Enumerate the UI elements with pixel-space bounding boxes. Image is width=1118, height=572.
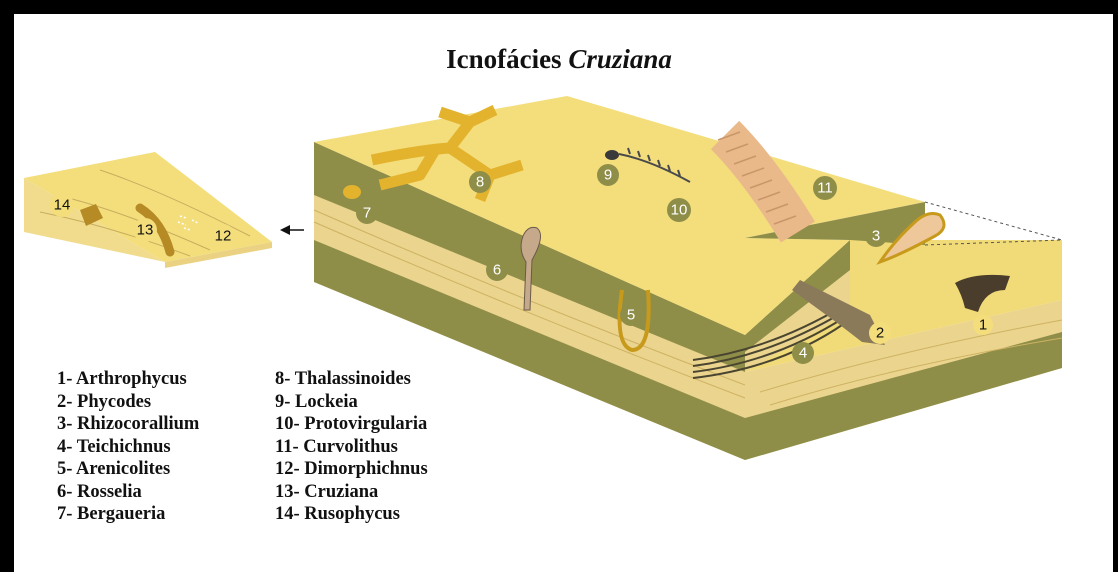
legend-item: 14- Rusophycus [275, 503, 428, 526]
lockeia-trace [605, 150, 619, 160]
label-5: 5 [627, 307, 635, 324]
legend-item: 6- Rosselia [57, 481, 199, 504]
legend-item: 4- Teichichnus [57, 436, 199, 459]
legend-left: 1- Arthrophycus 2- Phycodes 3- Rhizocora… [57, 368, 199, 526]
label-10: 10 [671, 202, 688, 219]
label-7: 7 [363, 205, 371, 222]
legend-item: 13- Cruziana [275, 481, 428, 504]
legend-item: 11- Curvolithus [275, 436, 428, 459]
label-2: 2 [876, 325, 884, 342]
label-1: 1 [979, 317, 987, 334]
arrow-icon [280, 225, 304, 235]
label-13: 13 [137, 222, 154, 239]
legend-item: 3- Rhizocorallium [57, 413, 199, 436]
legend-item: 12- Dimorphichnus [275, 458, 428, 481]
legend-item: 9- Lockeia [275, 391, 428, 414]
label-6: 6 [493, 262, 501, 279]
legend-right: 8- Thalassinoides 9- Lockeia 10- Protovi… [275, 368, 428, 526]
legend-item: 8- Thalassinoides [275, 368, 428, 391]
label-14: 14 [54, 197, 71, 214]
label-11: 11 [817, 180, 833, 197]
label-3: 3 [872, 228, 880, 245]
label-9: 9 [604, 167, 612, 184]
legend-item: 2- Phycodes [57, 391, 199, 414]
legend-item: 1- Arthrophycus [57, 368, 199, 391]
bergaueria-trace [343, 185, 361, 199]
label-8: 8 [476, 174, 484, 191]
legend-item: 5- Arenicolites [57, 458, 199, 481]
legend-item: 10- Protovirgularia [275, 413, 428, 436]
label-12: 12 [215, 228, 232, 245]
label-4: 4 [799, 345, 807, 362]
legend-item: 7- Bergaueria [57, 503, 199, 526]
